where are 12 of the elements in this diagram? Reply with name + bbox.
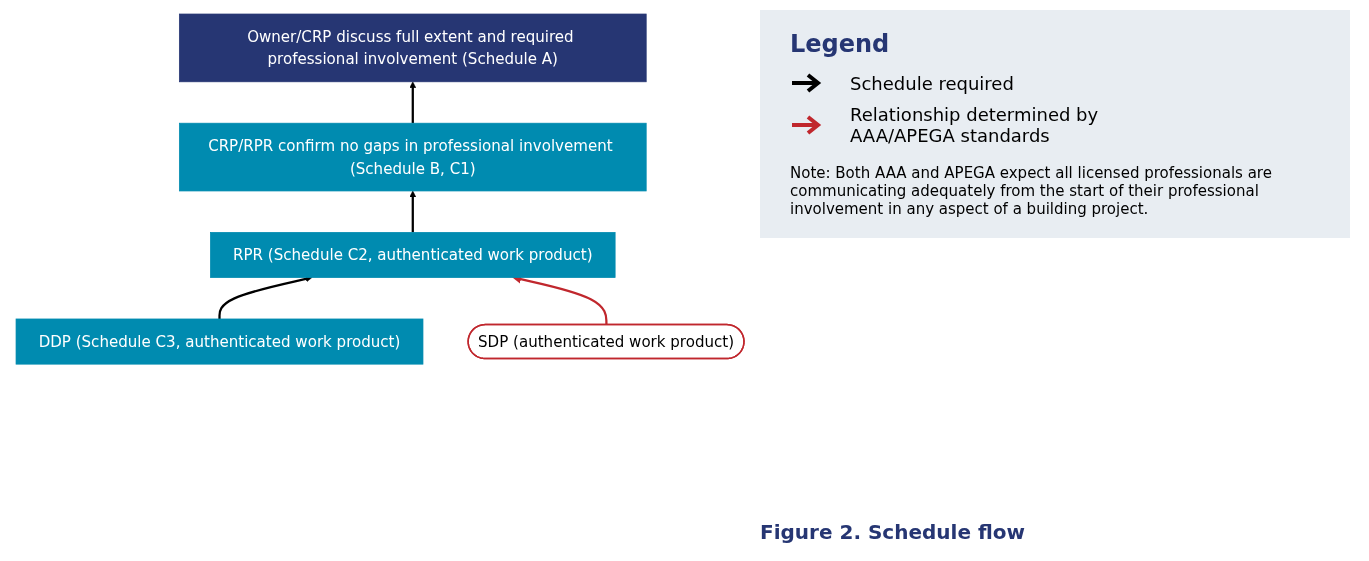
- legend-text: Relationship determined by AAA/APEGA standards: [850, 104, 1100, 146]
- node-box: [179, 122, 647, 192]
- legend-text: Schedule required: [850, 72, 1014, 94]
- arrow: [409, 190, 417, 233]
- node-box: [15, 318, 424, 365]
- note-text: Note: Both AAA and APEGA expect all licensed professionals are communicating adequately from the start of their professional involvement in any aspect of a building project.: [790, 164, 1273, 218]
- node-box: [210, 232, 616, 278]
- figure-caption: Figure 2. Schedule flow: [760, 520, 1025, 544]
- flowchart: Owner/CRP discuss full extent and required professional involvement (Schedule A) CRP/RPR confirm no gaps in professional involvement (Schedule B, C1) RPR (Schedule C2, authenticated work product) DDP (Schedule C3, authenticated work product) SDP (authenticated work product): [10, 8, 750, 371]
- node-box: [179, 13, 647, 83]
- arrow: [409, 81, 417, 124]
- legend-heading: Legend: [790, 30, 891, 58]
